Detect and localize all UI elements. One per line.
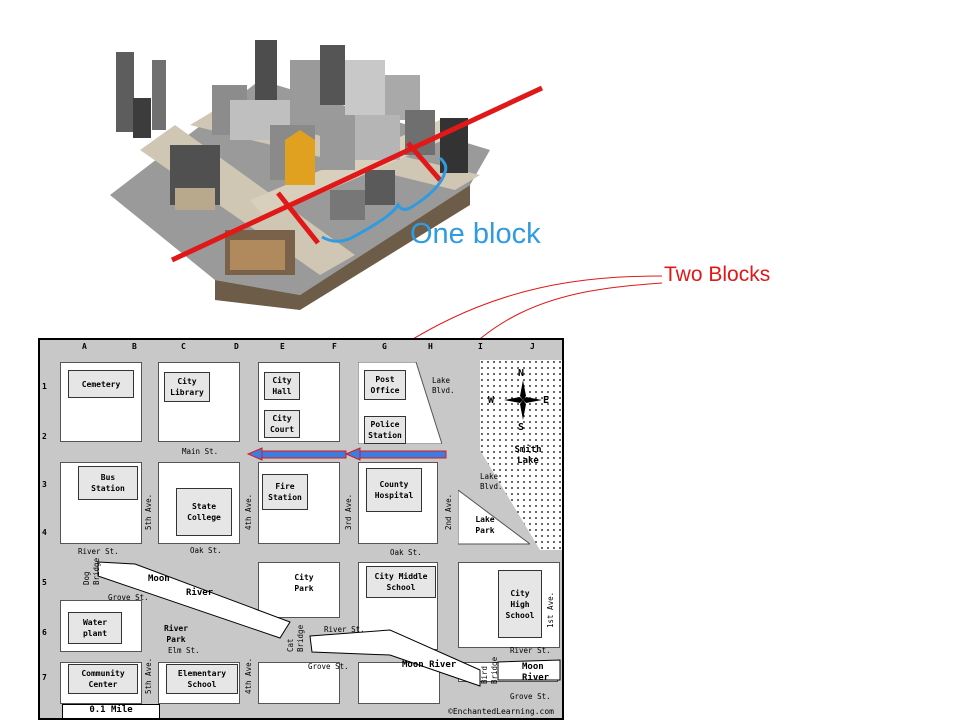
block-lake-park	[458, 490, 530, 545]
city-court: City Court	[264, 410, 300, 438]
block	[258, 662, 340, 704]
city-library: City Library	[164, 372, 210, 402]
lake-blvd-label: Lake Blvd.	[480, 472, 503, 491]
block	[258, 562, 340, 618]
col-label-j: J	[530, 342, 535, 351]
two-blocks-label: Two Blocks	[664, 263, 771, 286]
city-middle-school: City Middle School	[366, 566, 436, 598]
grove-street-label: Grove St.	[108, 593, 149, 602]
row-label-5: 5	[42, 578, 47, 587]
oak-street-label: Oak St.	[190, 546, 222, 555]
river-park: River Park	[163, 624, 189, 644]
water-plant: Water plant	[68, 612, 122, 644]
row-label-2: 2	[42, 432, 47, 441]
fire-station: Fire Station	[262, 474, 308, 510]
police-station: Police Station	[364, 416, 406, 444]
row-label-4: 4	[42, 528, 47, 537]
row-label-6: 6	[42, 628, 47, 637]
city-hall: City Hall	[264, 372, 300, 400]
river-label: Moon	[148, 574, 170, 584]
col-label-h: H	[428, 342, 433, 351]
scale-bar: 0.1 Mile	[62, 704, 160, 718]
row-label-1: 1	[42, 382, 47, 391]
block	[358, 662, 440, 704]
compass-n: N	[518, 368, 525, 379]
col-label-a: A	[82, 342, 87, 351]
elm-street-label: Elm St.	[168, 646, 200, 655]
river-label: River	[522, 673, 550, 683]
elementary-school: Elementary School	[166, 664, 238, 694]
credit: ©EnchantedLearning.com	[448, 707, 554, 716]
col-label-e: E	[280, 342, 285, 351]
river-street-label: River St.	[324, 625, 365, 634]
col-label-g: G	[382, 342, 387, 351]
smith-lake: Smith Lake	[514, 445, 542, 466]
river-label: Moon River	[402, 660, 457, 670]
grove-street-label: Grove St.	[510, 692, 551, 701]
moon-river	[97, 561, 561, 687]
col-label-c: C	[181, 342, 186, 351]
post-office: Post Office	[364, 370, 406, 400]
river-label: Moon	[522, 662, 544, 672]
cemetery: Cemetery	[68, 370, 134, 398]
col-label-f: F	[332, 342, 337, 351]
lake-park: Lake Park	[475, 515, 495, 535]
col-label-d: D	[234, 342, 239, 351]
compass-rose-icon	[504, 380, 542, 420]
compass-w: W	[488, 395, 495, 406]
oak-street-label: Oak St.	[390, 548, 422, 557]
one-block-label: One block	[410, 218, 541, 250]
two-block-arrows	[246, 447, 447, 461]
river-street-label: River St.	[78, 547, 119, 556]
compass-e: E	[543, 395, 550, 406]
lake-blvd-label: Lake Blvd.	[432, 376, 455, 395]
col-label-b: B	[132, 342, 137, 351]
county-hospital: County Hospital	[366, 468, 422, 512]
street-map: A B C D E F G H I J 1 2 3 4 5 6 7 Cemete…	[38, 338, 564, 720]
city-high-school: City High School	[498, 570, 542, 638]
community-center: Community Center	[68, 664, 138, 694]
row-label-3: 3	[42, 480, 47, 489]
river-label: River	[186, 588, 214, 598]
state-college: State College	[176, 488, 232, 536]
col-label-i: I	[478, 342, 483, 351]
river-street-label: River St.	[510, 646, 551, 655]
bus-station: Bus Station	[78, 466, 138, 500]
smith-lake-area	[480, 360, 562, 550]
grove-street-label: Grove St.	[308, 662, 349, 671]
main-street-label: Main St.	[182, 447, 219, 456]
row-label-7: 7	[42, 673, 47, 682]
city-park: City Park	[294, 573, 314, 593]
compass-s: S	[518, 422, 525, 433]
